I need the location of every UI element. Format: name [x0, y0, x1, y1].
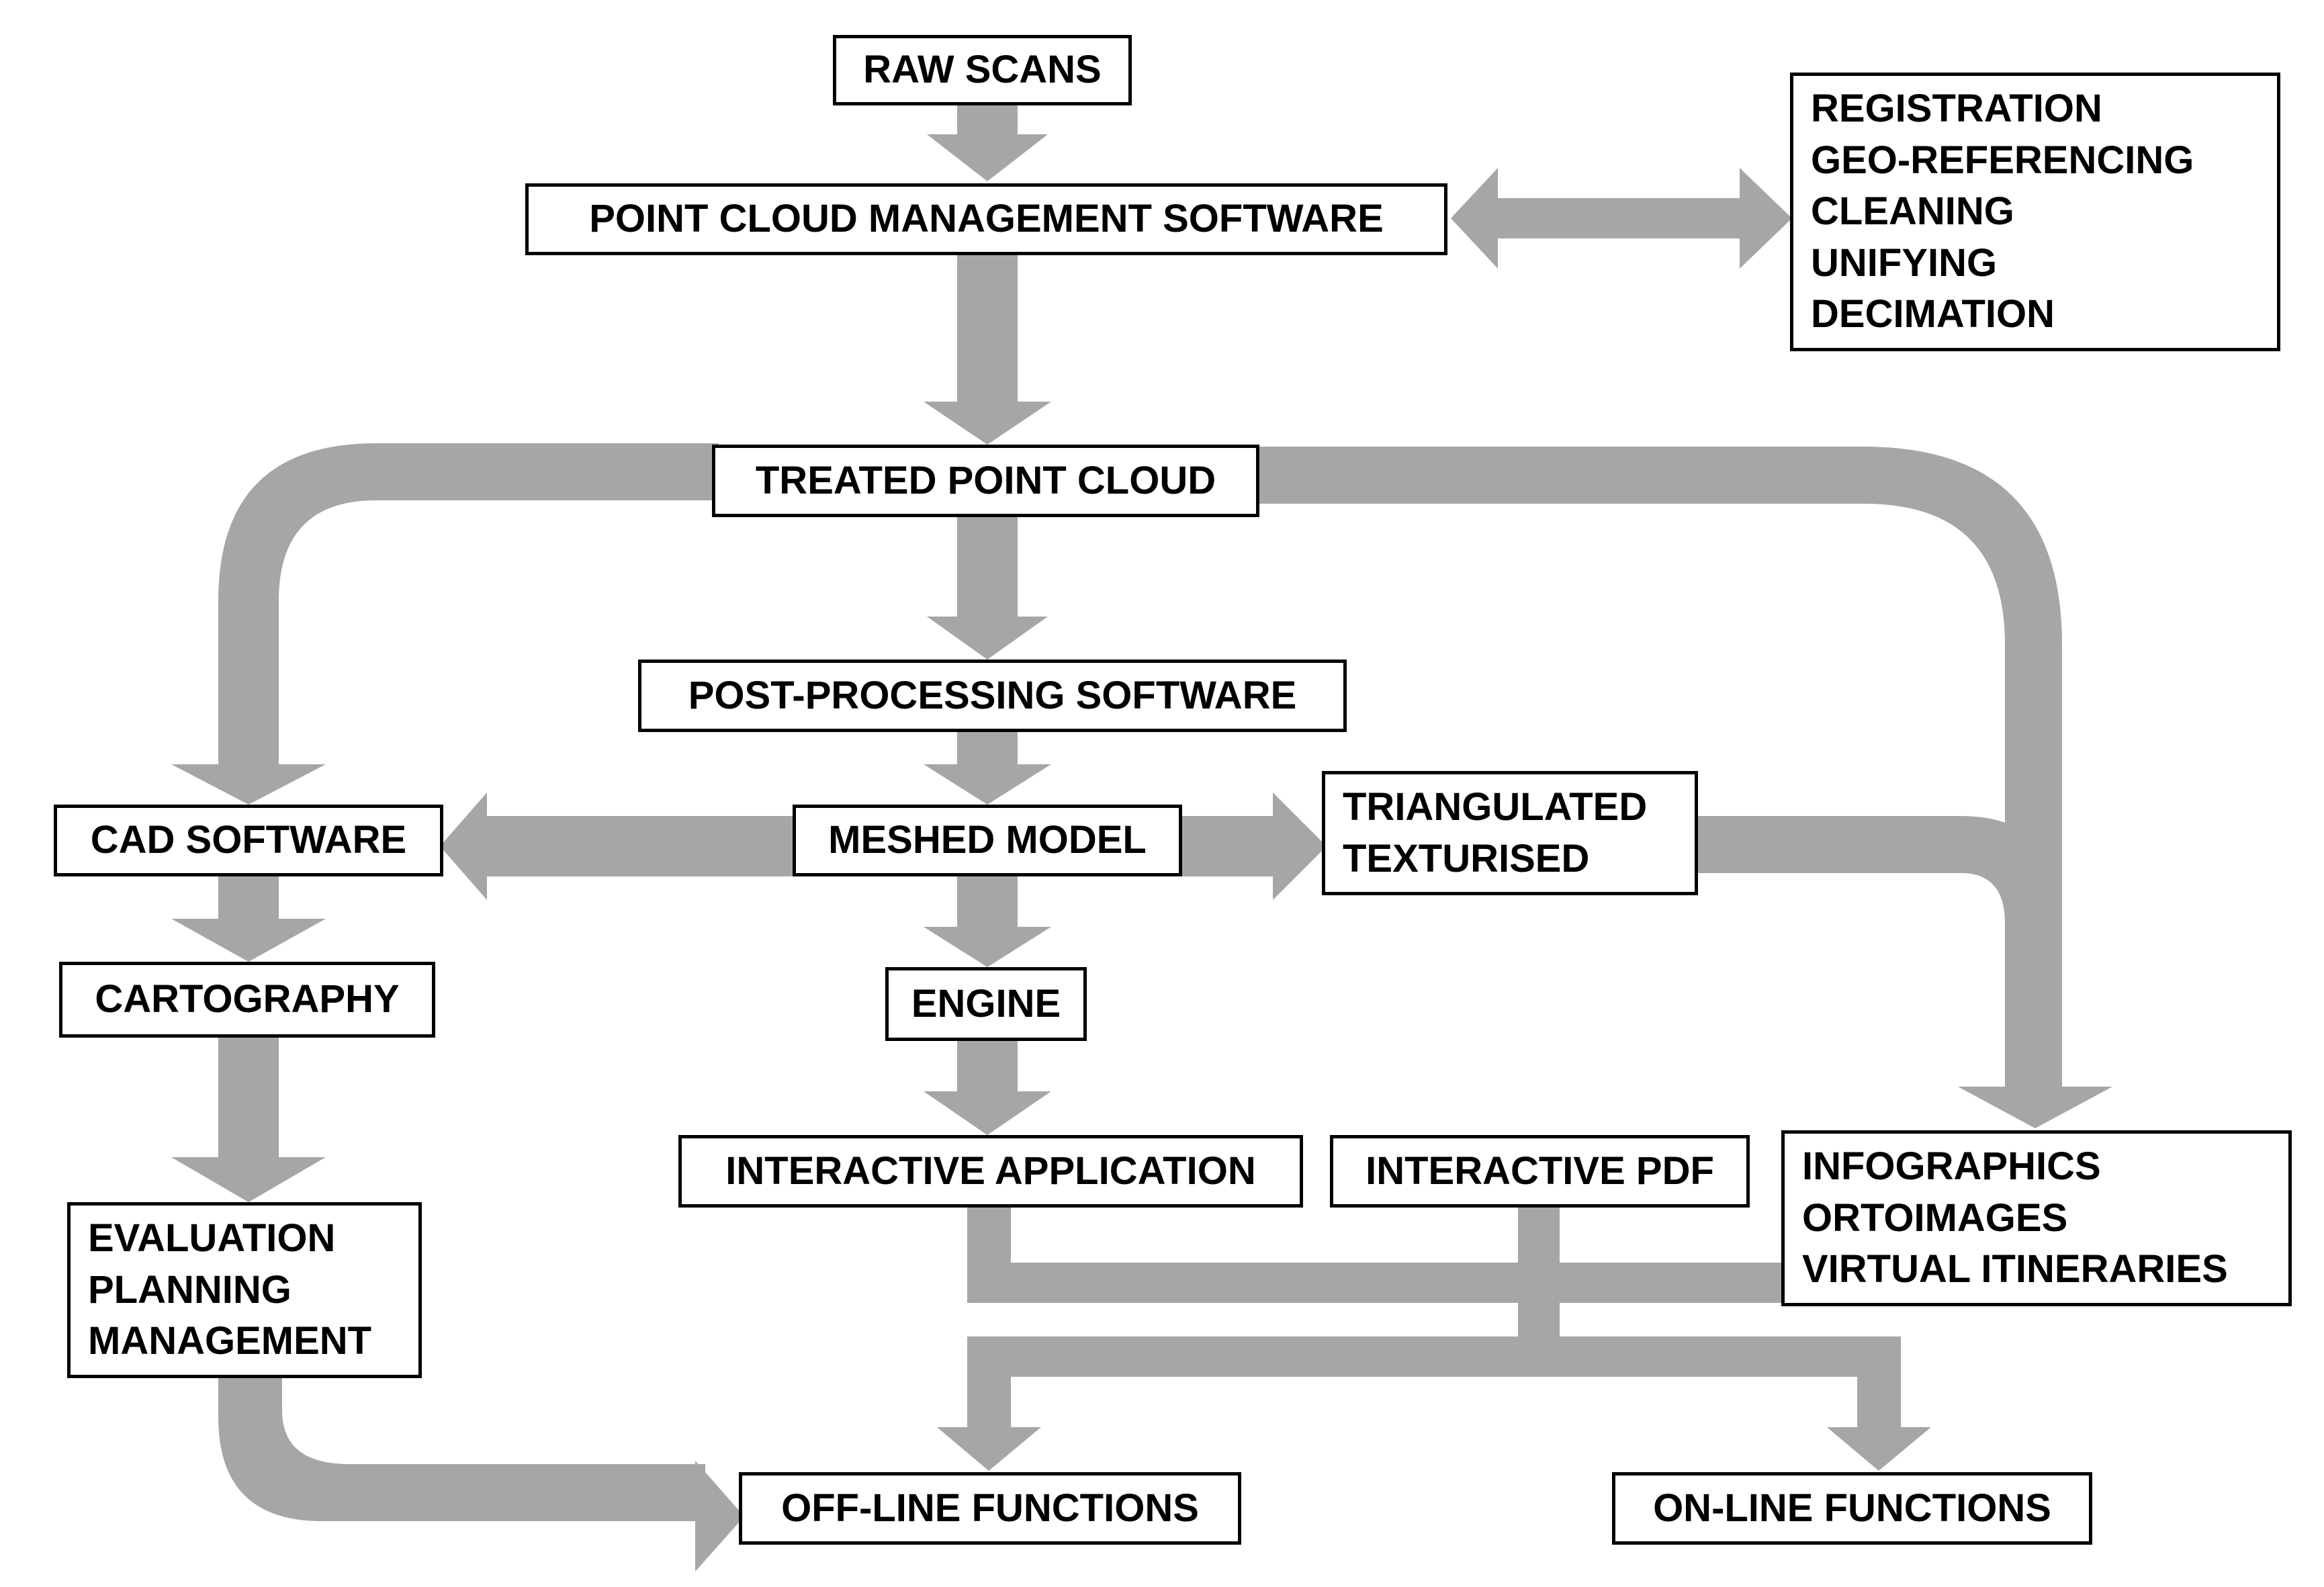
- arrowhead-offline-top: [937, 1427, 1041, 1471]
- management-label: MANAGEMENT: [88, 1319, 372, 1363]
- arrowhead-offline: [695, 1461, 744, 1572]
- connector-merge: [2005, 759, 2062, 1088]
- evaluation-box: EVALUATION PLANNING MANAGEMENT: [67, 1202, 422, 1378]
- connector-outputs-bar: [967, 1263, 1787, 1303]
- post-processing-box: POST-PROCESSING SOFTWARE: [638, 660, 1347, 732]
- arrowhead-triangulated: [1273, 792, 1327, 900]
- raw-scans-label: RAW SCANS: [863, 48, 1102, 92]
- connector-treated-to-cad: [218, 443, 719, 766]
- connector-post-to-meshed: [957, 732, 1018, 764]
- connector-treated-to-post: [957, 517, 1018, 618]
- arrowhead-cad-top: [171, 764, 326, 805]
- connector-eval-to-offline: [218, 1377, 705, 1521]
- arrowhead-eval: [171, 1157, 326, 1202]
- connector-cad-to-carto: [218, 876, 279, 920]
- interactive-application-box: INTERACTIVE APPLICATION: [678, 1135, 1303, 1208]
- connector-pdf-down: [1518, 1195, 1560, 1347]
- triangulated-box: TRIANGULATED TEXTURISED: [1322, 771, 1698, 895]
- connector-pcm-tasks: [1498, 198, 1740, 238]
- task-geo-referencing: GEO-REFERENCING: [1811, 138, 2194, 182]
- connector-pcm-to-treated: [957, 255, 1018, 403]
- treated-point-cloud-label: TREATED POINT CLOUD: [755, 458, 1216, 502]
- virtual-itineraries-label: VIRTUAL ITINERARIES: [1802, 1247, 2228, 1291]
- arrowhead-carto: [171, 919, 326, 962]
- engine-label: ENGINE: [911, 981, 1061, 1026]
- pcm-software-box: POINT CLOUD MANAGEMENT SOFTWARE: [525, 183, 1447, 255]
- connector-distribution-bar: [967, 1336, 1901, 1377]
- arrowhead-online: [1827, 1427, 1931, 1471]
- treated-point-cloud-box: TREATED POINT CLOUD: [712, 445, 1259, 517]
- texturised-label: TEXTURISED: [1343, 836, 1590, 880]
- arrowhead-post: [927, 617, 1048, 660]
- arrowhead-treated: [924, 402, 1051, 445]
- task-decimation: DECIMATION: [1811, 292, 2055, 336]
- triangulated-label: TRIANGULATED: [1343, 784, 1648, 829]
- task-registration: REGISTRATION: [1811, 87, 2102, 131]
- arrowhead-cad: [440, 792, 487, 900]
- arrowhead-pcm-left: [1451, 168, 1498, 269]
- connector-to-online: [1857, 1377, 1901, 1427]
- offline-functions-label: OFF-LINE FUNCTIONS: [781, 1486, 1199, 1530]
- task-cleaning: CLEANING: [1811, 189, 2014, 234]
- arrowhead-meshed: [924, 764, 1051, 805]
- cad-software-box: CAD SOFTWARE: [54, 805, 443, 876]
- arrowhead-infographics: [1958, 1087, 2112, 1128]
- cad-software-label: CAD SOFTWARE: [90, 818, 407, 862]
- connector-raw-to-pcm: [957, 104, 1018, 134]
- planning-label: PLANNING: [88, 1267, 292, 1312]
- interactive-pdf-label: INTERACTIVE PDF: [1366, 1148, 1714, 1193]
- arrowhead-tasks-right: [1740, 168, 1792, 269]
- meshed-model-label: MESHED MODEL: [828, 818, 1147, 862]
- connector-engine-to-app: [957, 1041, 1018, 1091]
- interactive-pdf-box: INTERACTIVE PDF: [1330, 1135, 1750, 1208]
- connector-meshed-to-engine: [957, 876, 1018, 927]
- offline-functions-box: OFF-LINE FUNCTIONS: [739, 1472, 1241, 1545]
- arrowhead-engine: [924, 927, 1051, 967]
- interactive-application-label: INTERACTIVE APPLICATION: [725, 1148, 1256, 1193]
- cartography-label: CARTOGRAPHY: [95, 977, 400, 1022]
- ortoimages-label: ORTOIMAGES: [1802, 1195, 2068, 1240]
- online-functions-label: ON-LINE FUNCTIONS: [1653, 1486, 2051, 1530]
- task-unifying: UNIFYING: [1811, 240, 1998, 285]
- post-processing-label: POST-PROCESSING SOFTWARE: [688, 673, 1297, 717]
- online-functions-box: ON-LINE FUNCTIONS: [1612, 1472, 2092, 1545]
- infographics-label: INFOGRAPHICS: [1802, 1144, 2101, 1189]
- pcm-software-label: POINT CLOUD MANAGEMENT SOFTWARE: [589, 197, 1384, 241]
- raw-scans-box: RAW SCANS: [833, 35, 1132, 105]
- cartography-box: CARTOGRAPHY: [59, 962, 435, 1038]
- meshed-model-box: MESHED MODEL: [793, 805, 1182, 876]
- engine-box: ENGINE: [885, 967, 1087, 1041]
- arrowhead-app: [924, 1091, 1051, 1135]
- pcm-tasks-box: REGISTRATION GEO-REFERENCING CLEANING UN…: [1790, 73, 2280, 351]
- connector-carto-to-eval: [218, 1038, 279, 1159]
- arrowhead-pcm: [927, 134, 1048, 181]
- infographics-box: INFOGRAPHICS ORTOIMAGES VIRTUAL ITINERAR…: [1781, 1130, 2292, 1306]
- evaluation-label: EVALUATION: [88, 1216, 336, 1261]
- connector-to-offline: [967, 1377, 1011, 1427]
